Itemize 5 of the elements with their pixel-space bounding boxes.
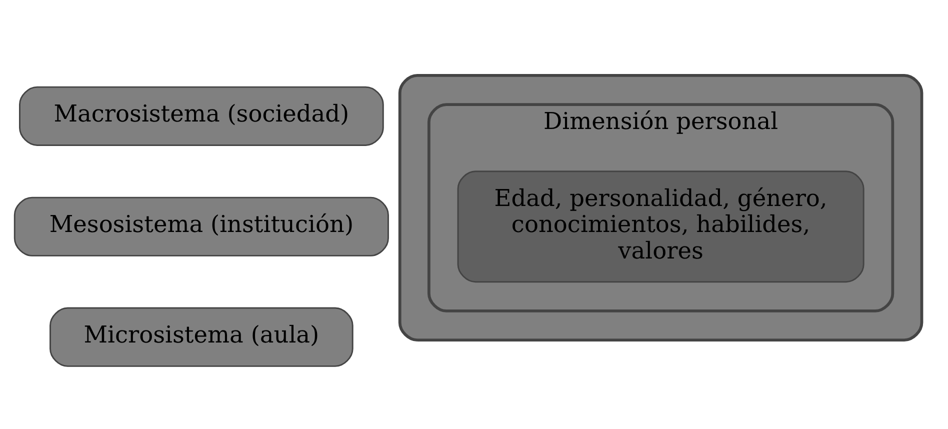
node-box: Edad, personalidad, género, conocimientos, habilides, valores <box>457 170 864 282</box>
cluster <box>398 74 924 341</box>
node-box: Macrosistema (sociedad) <box>19 86 384 146</box>
node-box: Mesosistema (institución) <box>14 196 389 256</box>
node-box: Microsistema (aula) <box>50 306 354 366</box>
